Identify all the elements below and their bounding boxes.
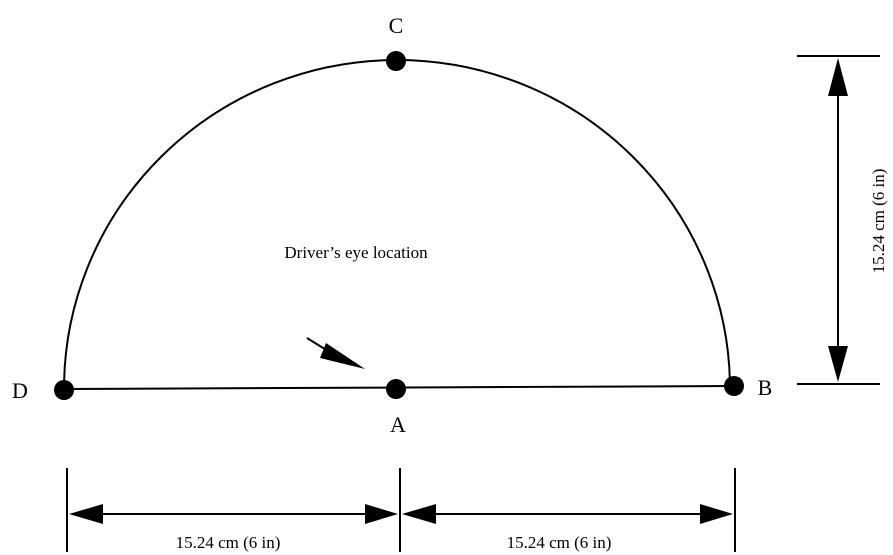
width-dimension — [66, 468, 736, 552]
point-d-label: D — [12, 378, 28, 403]
semicircle-arc — [63, 59, 731, 390]
point-b-marker — [724, 376, 744, 396]
point-b-label: B — [758, 375, 773, 400]
point-a-label: A — [390, 412, 406, 437]
driver-eye-arrow — [306, 337, 365, 369]
point-d-marker — [54, 380, 74, 400]
point-c-marker — [386, 51, 406, 71]
point-a-marker — [386, 379, 406, 399]
left-width-label: 15.24 cm (6 in) — [176, 533, 281, 552]
point-c-label: C — [389, 13, 404, 38]
height-dimension-label: 15.24 cm (6 in) — [869, 169, 888, 274]
right-width-label: 15.24 cm (6 in) — [507, 533, 612, 552]
height-dimension — [797, 55, 880, 385]
driver-eye-label: Driver’s eye location — [284, 243, 428, 262]
